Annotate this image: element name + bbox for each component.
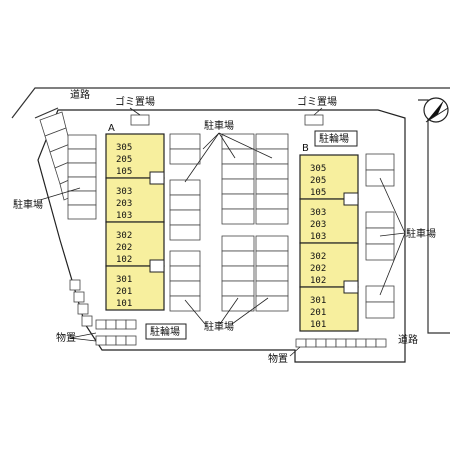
garbage-box-1 — [130, 114, 150, 126]
bike-box-1 — [314, 130, 358, 147]
building-a-label: A — [108, 123, 115, 134]
unit-b-301: 301 — [310, 296, 326, 306]
road-label-right: 道路 — [398, 333, 418, 346]
unit-a-203: 203 — [116, 199, 132, 209]
unit-a-102: 102 — [116, 255, 132, 265]
parking-a-lower — [169, 250, 201, 312]
bike-box-2 — [145, 323, 187, 340]
unit-b-202: 202 — [310, 264, 326, 274]
bottom-storage-row — [295, 338, 387, 348]
unit-b-101: 101 — [310, 320, 326, 330]
parking-label-right: 駐車場 — [406, 227, 436, 240]
garbage-label-1: ゴミ置場 — [115, 95, 155, 108]
unit-b-103: 103 — [310, 232, 326, 242]
unit-b-302: 302 — [310, 252, 326, 262]
unit-a-103: 103 — [116, 211, 132, 221]
left-storage-boxes — [69, 279, 93, 327]
bike-label-1: 駐輪場 — [319, 132, 349, 145]
garbage-label-2: ゴミ置場 — [297, 95, 337, 108]
unit-b-205: 205 — [310, 176, 326, 186]
left-storage-row — [95, 319, 137, 346]
bike-label-2: 駐輪場 — [150, 325, 180, 338]
road-lines — [11, 87, 450, 334]
unit-a-302: 302 — [116, 231, 132, 241]
road-label-top: 道路 — [70, 88, 90, 101]
unit-a-305: 305 — [116, 143, 132, 153]
parking-column-left — [67, 134, 97, 220]
unit-a-202: 202 — [116, 243, 132, 253]
unit-a-201: 201 — [116, 287, 132, 297]
unit-b-203: 203 — [310, 220, 326, 230]
parking-center — [221, 133, 289, 312]
site-boundary — [37, 109, 406, 363]
parking-label-left: 駐車場 — [13, 198, 43, 211]
parking-label-bottom: 駐車場 — [204, 320, 234, 333]
leader-lines — [39, 107, 406, 357]
unit-b-201: 201 — [310, 308, 326, 318]
unit-b-303: 303 — [310, 208, 326, 218]
unit-a-303: 303 — [116, 187, 132, 197]
garbage-box-2 — [304, 114, 324, 126]
unit-a-101: 101 — [116, 299, 132, 309]
unit-b-102: 102 — [310, 276, 326, 286]
unit-a-301: 301 — [116, 275, 132, 285]
building-a: A 305 205 105 303 203 103 302 202 102 30… — [105, 123, 165, 311]
unit-a-105: 105 — [116, 167, 132, 177]
north-arrow-icon — [423, 97, 449, 123]
unit-a-205: 205 — [116, 155, 132, 165]
unit-b-105: 105 — [310, 188, 326, 198]
building-b-label: B — [302, 143, 309, 154]
storage-label-bottom: 物置 — [268, 352, 288, 365]
storage-label-left: 物置 — [56, 331, 76, 344]
building-b: B 305 205 105 303 203 103 302 202 102 30… — [299, 143, 359, 332]
parking-label-top: 駐車場 — [204, 119, 234, 132]
unit-b-305: 305 — [310, 164, 326, 174]
parking-a-upper — [169, 133, 201, 241]
